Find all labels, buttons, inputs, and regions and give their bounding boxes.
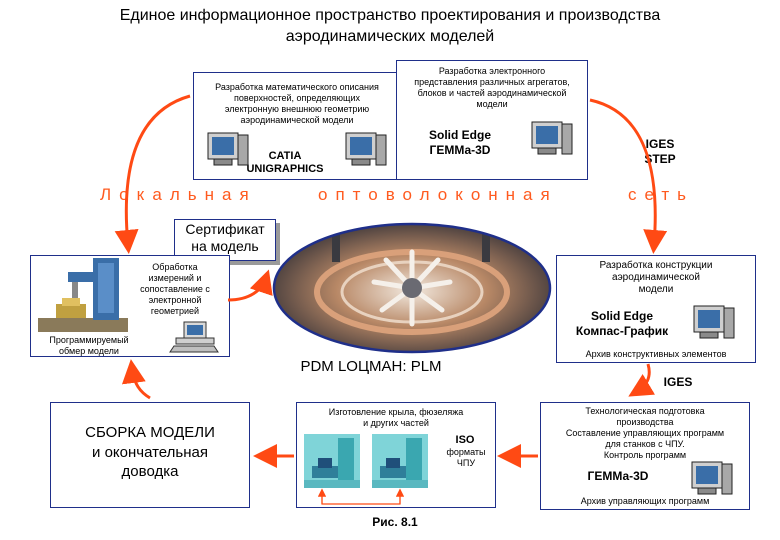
box-design-system: Solid Edge Компас-График (575, 309, 669, 338)
cnc-machine-image-1 (304, 434, 360, 488)
lan-word-2: оптоволоконная (318, 185, 558, 204)
iges-step-label: IGES STEP (644, 137, 676, 166)
box-measure-label: Программируемый обмер модели (49, 335, 129, 356)
box-tech-text: Технологическая подготовка производства … (565, 406, 725, 460)
diagram-title: Единое информационное пространство проек… (119, 7, 661, 45)
box-tech-system: ГЕММа-3D (587, 469, 649, 483)
computer-icon-catia-1 (207, 132, 249, 166)
catia-system-label: CATIA UNIGRAPHICS (246, 150, 324, 176)
box-solid-top-text: Разработка электронного представления ра… (414, 66, 570, 109)
computer-icon-design (693, 305, 735, 339)
box-mfg-iso: ISO (455, 434, 475, 446)
solid-top-system-label: Solid Edge ГЕММа-3D (428, 128, 491, 157)
box-mfg-formats: форматы ЧПУ (446, 447, 486, 468)
box-catia-text: Разработка математического описания пове… (215, 82, 379, 125)
lan-word-3: сеть (628, 185, 695, 204)
figure-caption: Рис. 8.1 (372, 515, 418, 529)
computer-icon-catia-2 (345, 132, 387, 166)
box-measure-text: Обработка измерений и сопоставление с эл… (140, 262, 210, 316)
lan-word-1: Локальная (100, 185, 257, 204)
computer-icon-tech (691, 461, 733, 495)
box-assembly-text: СБОРКА МОДЕЛИ и окончательная доводка (85, 424, 215, 480)
box-solid-edge-top (396, 60, 588, 180)
box-tech-archive: Архив управляющих программ (580, 496, 710, 506)
center-photo (272, 222, 552, 354)
pdm-label: PDM LOЦМАН: PLM (300, 358, 442, 375)
box-assembly (50, 402, 250, 508)
certificate-label: Сертификат на модель (185, 221, 265, 255)
computer-icon-solid-top (531, 121, 573, 155)
cnc-machine-image-2 (372, 434, 428, 488)
box-design-text: Разработка конструкции аэродинамической … (599, 260, 713, 296)
box-mfg-text: Изготовление крыла, фюзеляжа и других ча… (328, 407, 464, 428)
box-design-archive: Архив конструктивных элементов (585, 349, 727, 359)
cmm-machine-image (38, 258, 128, 332)
desktop-keyboard-icon (169, 321, 219, 353)
iges-label: IGES (663, 375, 693, 389)
